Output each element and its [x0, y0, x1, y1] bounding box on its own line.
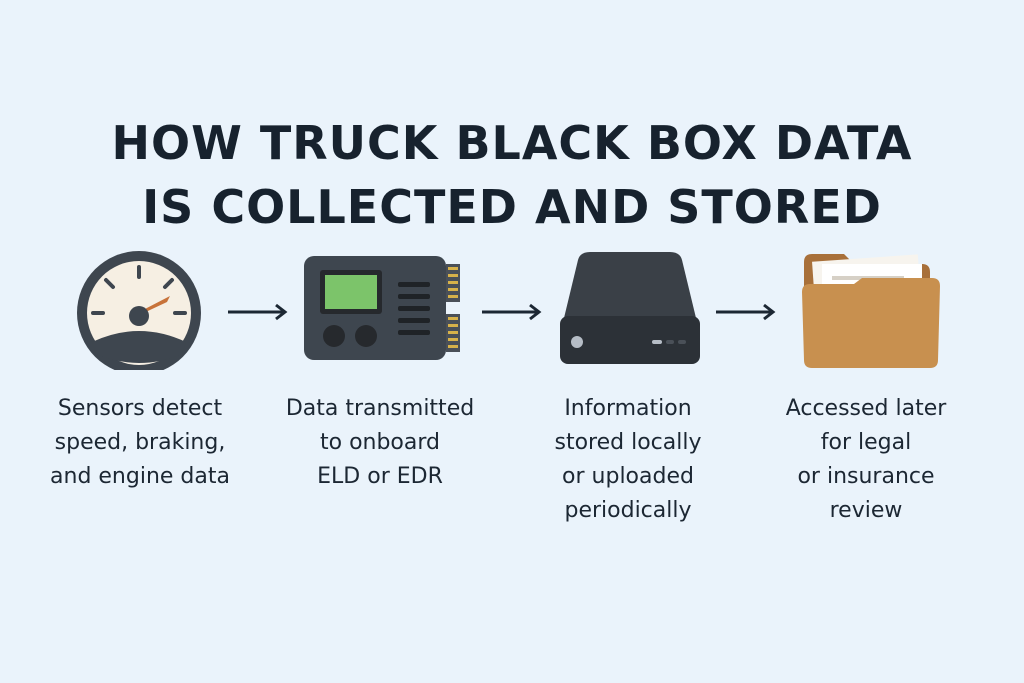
arrow-right-3 — [716, 303, 776, 321]
title-line-2: IS COLLECTED AND STORED — [142, 179, 882, 234]
step-caption-transmit: Data transmitted to onboard ELD or EDR — [270, 392, 490, 494]
arrow-right-2 — [482, 303, 542, 321]
caption-line: to onboard — [319, 430, 440, 455]
step-caption-storage: Information stored locally or uploaded p… — [518, 392, 738, 528]
speedometer-icon — [77, 251, 201, 370]
caption-line: Sensors detect — [57, 396, 223, 421]
caption-line: review — [829, 498, 903, 523]
caption-line: or insurance — [797, 464, 935, 489]
caption-line: stored locally — [554, 430, 702, 455]
title-line-1: HOW TRUCK BLACK BOX DATA — [111, 115, 913, 170]
step-caption-access: Accessed later for legal or insurance re… — [756, 392, 976, 528]
arrow-right-1 — [228, 303, 288, 321]
caption-line: speed, braking, — [54, 430, 226, 455]
caption-line: Data transmitted — [285, 396, 475, 421]
folder-icon — [802, 254, 940, 368]
caption-line: or uploaded — [562, 464, 694, 489]
step-caption-sensors: Sensors detect speed, braking, and engin… — [30, 392, 250, 494]
caption-line: ELD or EDR — [317, 464, 443, 489]
caption-line: periodically — [564, 498, 692, 523]
caption-line: Accessed later — [785, 396, 947, 421]
diagram-title: HOW TRUCK BLACK BOX DATA IS COLLECTED AN… — [0, 111, 1024, 239]
caption-line: and engine data — [50, 464, 230, 489]
caption-line: for legal — [820, 430, 912, 455]
caption-line: Information — [564, 396, 692, 421]
hard-drive-icon — [560, 252, 700, 364]
circuit-board-icon — [304, 256, 460, 360]
